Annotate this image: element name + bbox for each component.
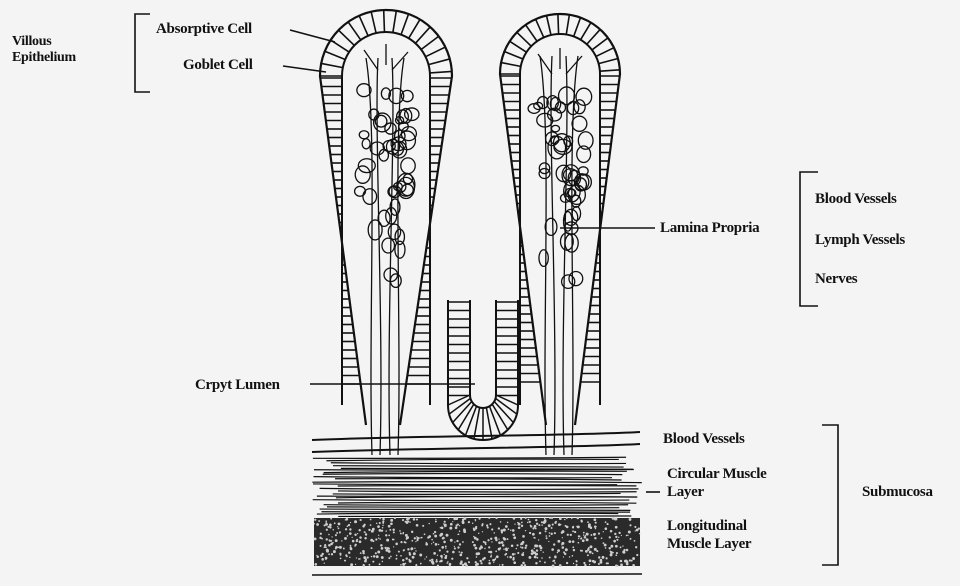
submucosa-bracket: [822, 425, 838, 565]
muscle-layers: [312, 432, 642, 575]
circular-muscle-label: Circular Muscle Layer: [667, 465, 767, 501]
longitudinal-muscle-layer: [314, 517, 641, 568]
villi-drawing: [320, 10, 620, 455]
left-villus-cells: [320, 10, 452, 384]
crypt-cells: [448, 302, 518, 440]
submucosa-label: Submucosa: [862, 485, 933, 500]
right-villus-lamina-propria: [528, 48, 593, 455]
villous-epithelium-bracket: [135, 14, 150, 92]
lymph-vessels-label: Lymph Vessels: [815, 233, 905, 248]
left-villus: [320, 10, 452, 455]
blood-vessel-layer: [312, 432, 640, 452]
blood-vessels-bottom-label: Blood Vessels: [663, 432, 745, 447]
left-villus-lamina-propria: [355, 44, 419, 455]
absorptive-cell-label: Absorptive Cell: [156, 22, 252, 37]
nerves-label: Nerves: [815, 272, 857, 287]
bottom-border: [312, 574, 642, 575]
villous-epithelium-label: Villous Epithelium: [12, 34, 76, 66]
blood-vessels-top-label: Blood Vessels: [815, 192, 897, 207]
longitudinal-muscle-label: Longitudinal Muscle Layer: [667, 517, 751, 553]
goblet-cell-label: Goblet Cell: [183, 58, 253, 73]
circular-muscle-layer: [312, 457, 641, 516]
absorptive-cell-leader: [290, 30, 335, 42]
lamina-propria-label: Lamina Propria: [660, 221, 759, 236]
crypt-lumen-label: Crpyt Lumen: [195, 378, 280, 393]
